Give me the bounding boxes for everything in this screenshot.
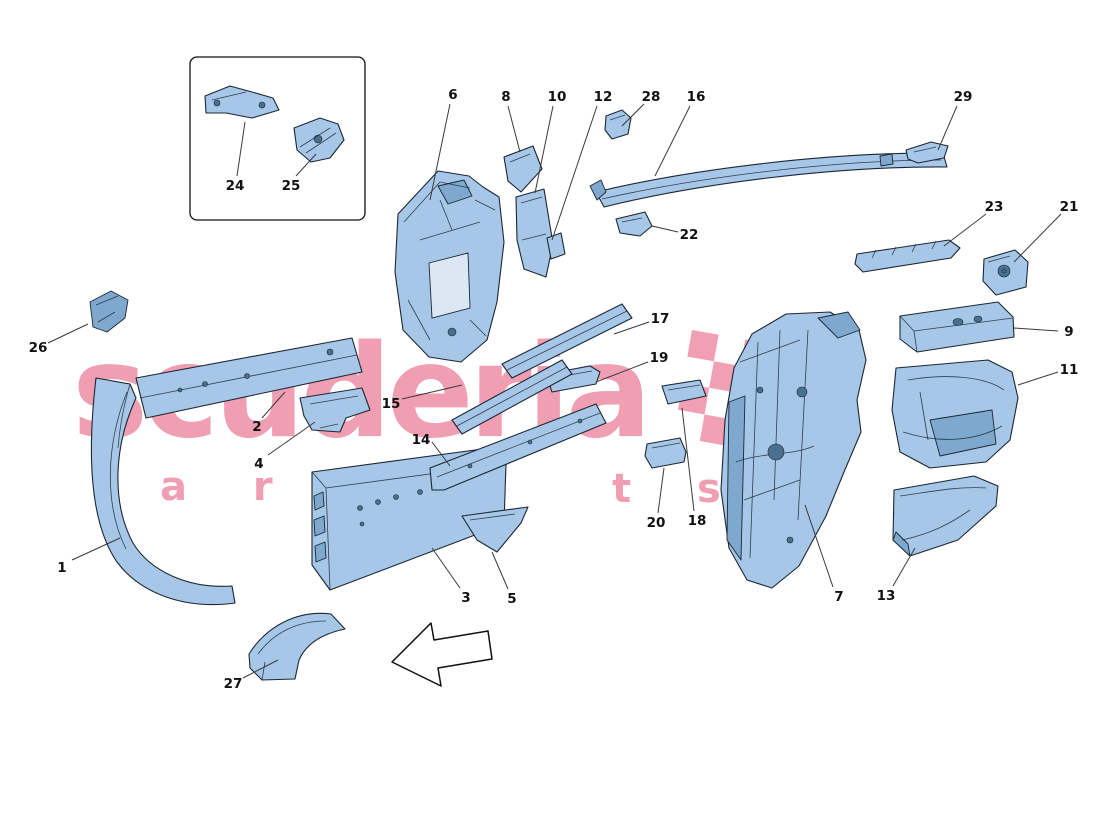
part-3-label: 3 — [461, 590, 470, 606]
part-2-shape — [135, 337, 363, 419]
part-12-shape — [546, 232, 566, 260]
part-5-label: 5 — [507, 591, 516, 607]
part-23-label: 23 — [985, 199, 1004, 215]
part-20-shape — [644, 437, 687, 469]
part-22-label: 22 — [680, 227, 699, 243]
part-12-label: 12 — [594, 89, 613, 105]
part-17-leader-line — [613, 321, 650, 335]
part-5-shape — [461, 506, 529, 553]
part-7-shape — [720, 311, 867, 589]
part-13-label: 13 — [877, 588, 896, 604]
part-22-leader-line — [651, 225, 679, 233]
part-6-shape — [394, 170, 505, 363]
watermark-subtext-right: t s — [612, 466, 747, 512]
part-14-label: 14 — [412, 432, 431, 448]
part-1-leader-line — [71, 537, 121, 561]
part-7-label: 7 — [834, 589, 843, 605]
part-27-leader-line — [242, 659, 279, 679]
part-11-label: 11 — [1060, 362, 1079, 378]
part-13-shape — [892, 475, 999, 557]
part-25-leader-line — [295, 153, 317, 177]
part-27-shape — [248, 612, 346, 681]
part-15-label: 15 — [382, 396, 401, 412]
part-11-shape — [891, 359, 1019, 469]
part-6-label: 6 — [448, 87, 457, 103]
part-9-shape — [899, 301, 1015, 353]
part-2-label: 2 — [252, 419, 261, 435]
part-25-shape — [293, 117, 345, 163]
part-15-leader-line — [401, 384, 463, 400]
part-10-label: 10 — [548, 89, 567, 105]
part-18-shape — [661, 379, 707, 405]
watermark-subtext-left: a r — [160, 464, 299, 510]
part-10-leader-line — [534, 105, 554, 194]
part-19-leader-line — [595, 361, 649, 383]
part-21-leader-line — [1013, 213, 1062, 263]
direction-arrow-icon — [391, 622, 493, 687]
part-20-label: 20 — [647, 515, 666, 531]
part-17-shape — [501, 303, 633, 379]
part-8-shape — [503, 145, 543, 193]
part-15-shape — [451, 359, 573, 435]
part-18-label: 18 — [688, 513, 707, 529]
part-3-leader-line — [431, 547, 461, 589]
part-1-label: 1 — [57, 560, 66, 576]
part-5-leader-line — [491, 551, 509, 590]
part-24-shape — [204, 85, 280, 119]
part-8-leader-line — [507, 105, 521, 153]
part-16-leader-line — [654, 105, 691, 177]
part-27-label: 27 — [224, 676, 243, 692]
part-8-label: 8 — [501, 89, 510, 105]
part-4-shape — [299, 387, 371, 433]
part-21-label: 21 — [1060, 199, 1079, 215]
part-28-shape — [604, 109, 632, 140]
part-26-shape — [89, 290, 129, 333]
part-1-shape — [90, 377, 236, 606]
part-29-label: 29 — [954, 89, 973, 105]
part-22-shape — [615, 211, 653, 237]
part-4-leader-line — [267, 421, 316, 456]
part-14-shape — [429, 403, 607, 491]
part-11-leader-line — [1017, 371, 1059, 386]
inset-box — [189, 56, 366, 221]
part-16-shape — [589, 152, 948, 208]
part-13-leader-line — [892, 547, 916, 587]
part-7-leader-line — [804, 504, 834, 588]
part-23-shape — [854, 239, 961, 273]
part-17-label: 17 — [651, 311, 670, 327]
part-23-leader-line — [943, 213, 987, 247]
part-21-shape — [982, 249, 1029, 296]
part-6-leader-line — [429, 103, 451, 201]
part-20-leader-line — [657, 467, 665, 514]
part-4-label: 4 — [254, 456, 263, 472]
part-19-label: 19 — [650, 350, 669, 366]
part-28-leader-line — [621, 103, 645, 127]
part-29-shape — [905, 141, 949, 164]
part-2-leader-line — [261, 391, 286, 419]
part-9-leader-line — [1013, 327, 1059, 332]
part-18-leader-line — [681, 407, 695, 512]
part-12-leader-line — [551, 105, 598, 241]
part-16-label: 16 — [687, 89, 706, 105]
part-29-leader-line — [937, 105, 958, 151]
part-28-label: 28 — [642, 89, 661, 105]
part-26-label: 26 — [29, 340, 48, 356]
part-10-shape — [515, 188, 554, 278]
part-25-label: 25 — [282, 178, 301, 194]
part-24-label: 24 — [226, 178, 245, 194]
part-24-leader-line — [236, 121, 246, 177]
part-14-leader-line — [431, 441, 451, 467]
part-9-label: 9 — [1064, 324, 1073, 340]
part-26-leader-line — [47, 323, 89, 344]
